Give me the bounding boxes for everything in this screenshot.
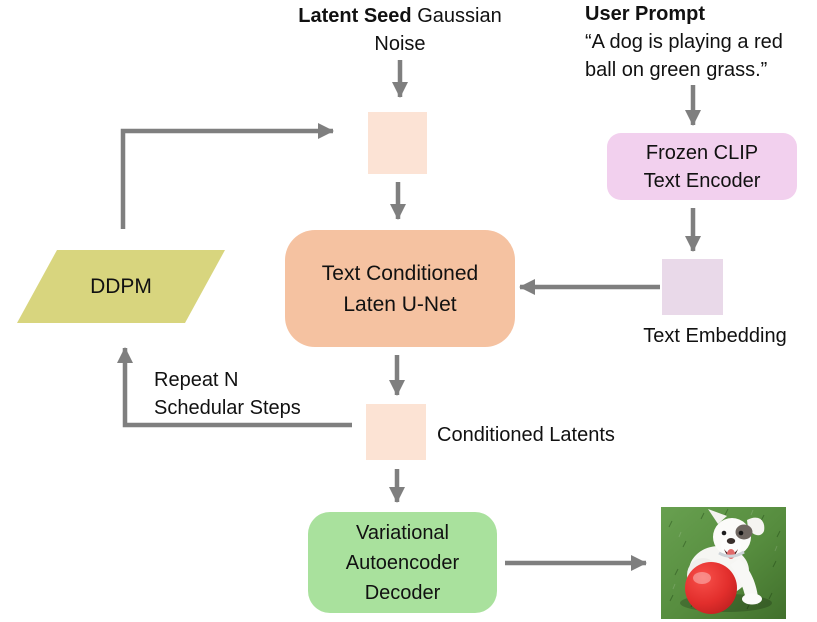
user-prompt-quote-line-2: ball on green grass.”	[585, 59, 768, 81]
vae-label-line-3: Decoder	[364, 581, 441, 604]
repeat-loop-label: Repeat N Schedular Steps	[154, 366, 301, 422]
text-embedding-square	[662, 259, 723, 315]
vae-label-line-1: Variational	[355, 521, 450, 544]
repeat-loop-line-1: Repeat N	[154, 369, 239, 391]
arrow-repeat-loop-to-ddpm	[117, 347, 352, 428]
user-prompt-quote-line-1: “A dog is playing a red	[585, 31, 783, 53]
text-embedding-label: Text Embedding	[643, 325, 787, 347]
latent-seed-label: Latent Seed Gaussian Noise	[290, 2, 510, 58]
arrow-ddpm-to-noise-square	[120, 123, 334, 229]
output-image-dog-with-red-ball	[661, 507, 786, 619]
unet-label-line-1: Text Conditioned	[321, 261, 479, 285]
ddpm-parallelogram	[17, 250, 225, 323]
vae-label-line-2: Autoencoder	[345, 551, 460, 574]
latent-noise-square	[368, 112, 427, 174]
unet-label-line-2: Laten U-Net	[343, 292, 457, 316]
conditioned-latents-square	[366, 404, 426, 460]
unet-node: Text Conditioned Laten U-Net	[285, 230, 515, 347]
red-ball	[685, 562, 737, 614]
latent-seed-title: Latent Seed	[298, 5, 412, 27]
user-prompt-label: User Prompt “A dog is playing a red ball…	[585, 0, 817, 84]
repeat-loop-line-2: Schedular Steps	[154, 397, 301, 419]
conditioned-latents-label: Conditioned Latents	[437, 424, 615, 446]
vae-decoder-node: Variational Autoencoder Decoder	[308, 512, 497, 613]
user-prompt-title: User Prompt	[585, 3, 706, 25]
clip-label-line-1: Frozen CLIP	[645, 141, 759, 164]
gaussian-noise-subtitle: Gaussian Noise	[374, 5, 502, 55]
clip-label-line-2: Text Encoder	[643, 169, 761, 192]
clip-encoder-node: Frozen CLIP Text Encoder	[607, 133, 797, 200]
ddpm-label: DDPM	[90, 274, 152, 298]
